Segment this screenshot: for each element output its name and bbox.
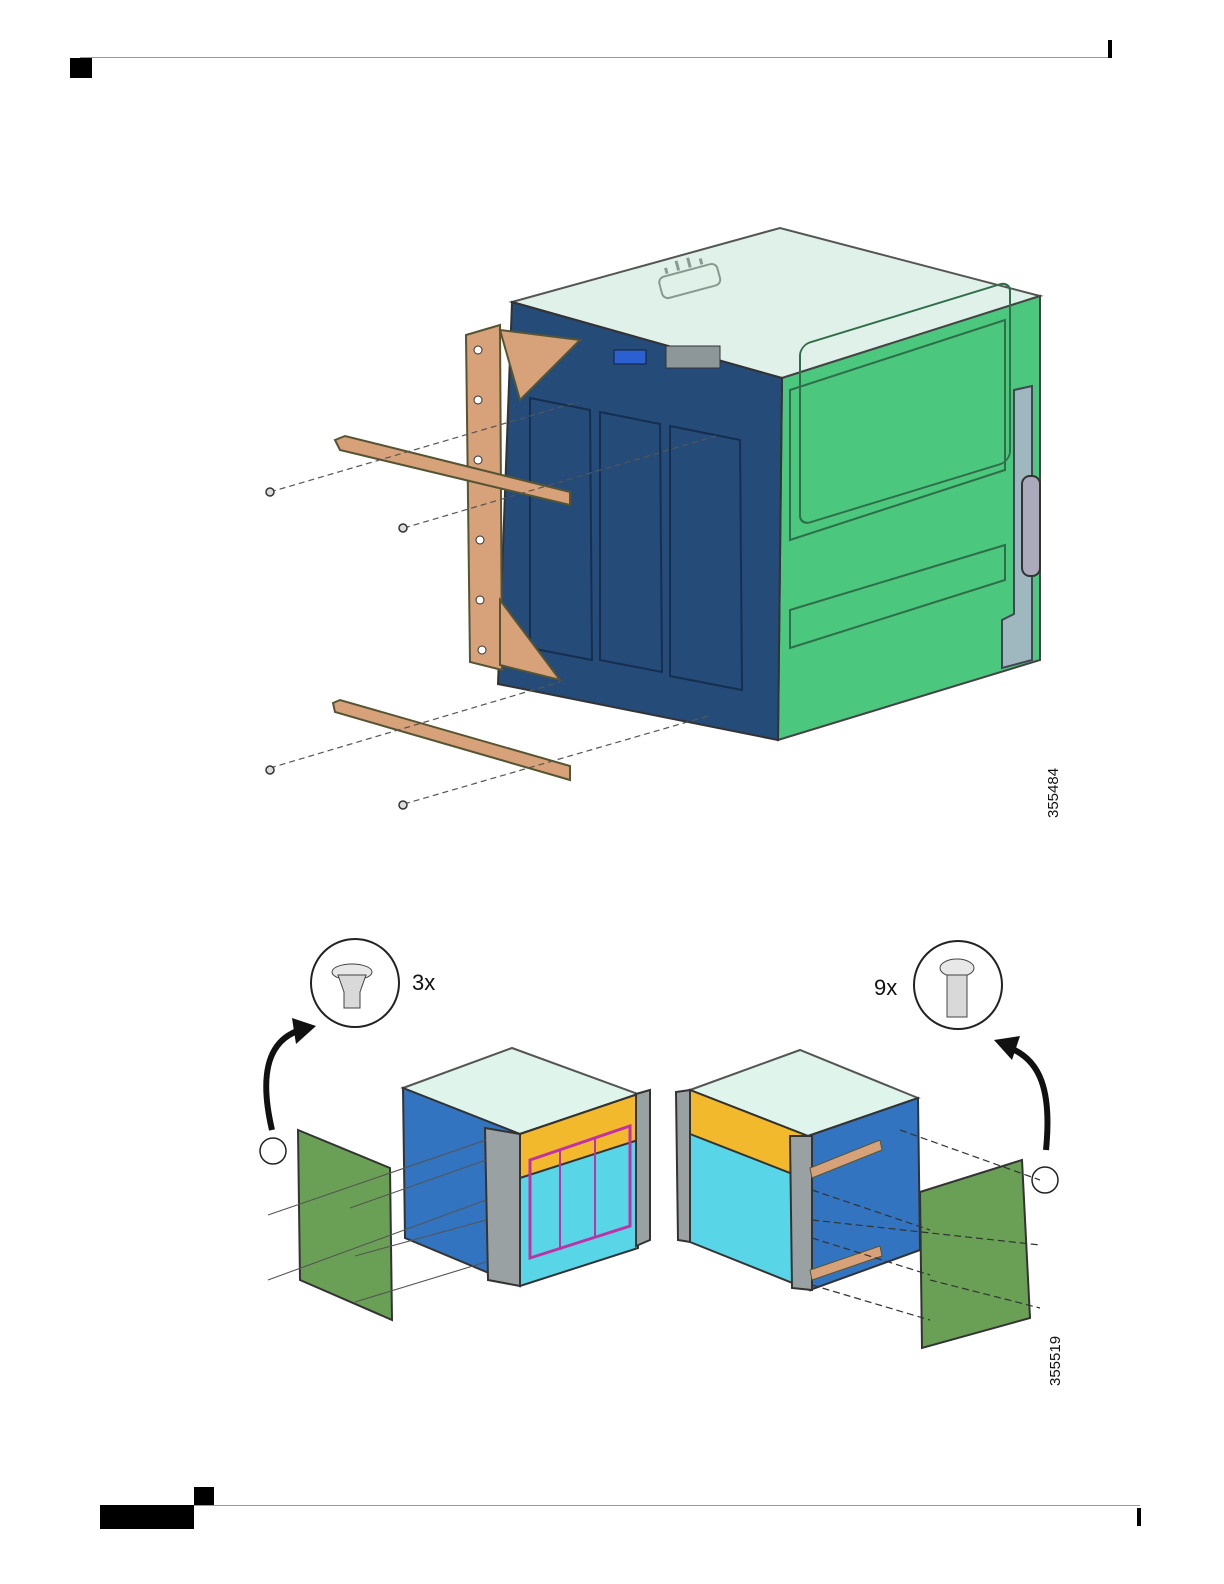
screw-icon bbox=[399, 801, 407, 809]
figure-id-1: 355484 bbox=[1045, 768, 1062, 818]
left-bracket bbox=[466, 325, 502, 670]
left-side-panel bbox=[298, 1130, 392, 1320]
right-side-panel bbox=[920, 1160, 1030, 1348]
side-handle-icon bbox=[1022, 476, 1040, 576]
figure-panel-removal bbox=[260, 939, 1058, 1348]
screw-icon bbox=[399, 524, 407, 532]
figure-id-2: 355519 bbox=[1047, 1336, 1064, 1386]
screw-icon bbox=[266, 488, 274, 496]
figure-chassis-rails bbox=[266, 228, 1040, 809]
screw-icon bbox=[266, 766, 274, 774]
left-quantity-label: 3x bbox=[412, 970, 435, 995]
arrow-up-left-icon bbox=[266, 1030, 300, 1130]
right-quantity-label: 9x bbox=[874, 975, 897, 1000]
arrow-up-right-icon bbox=[1010, 1048, 1048, 1150]
lower-rail bbox=[333, 700, 570, 780]
